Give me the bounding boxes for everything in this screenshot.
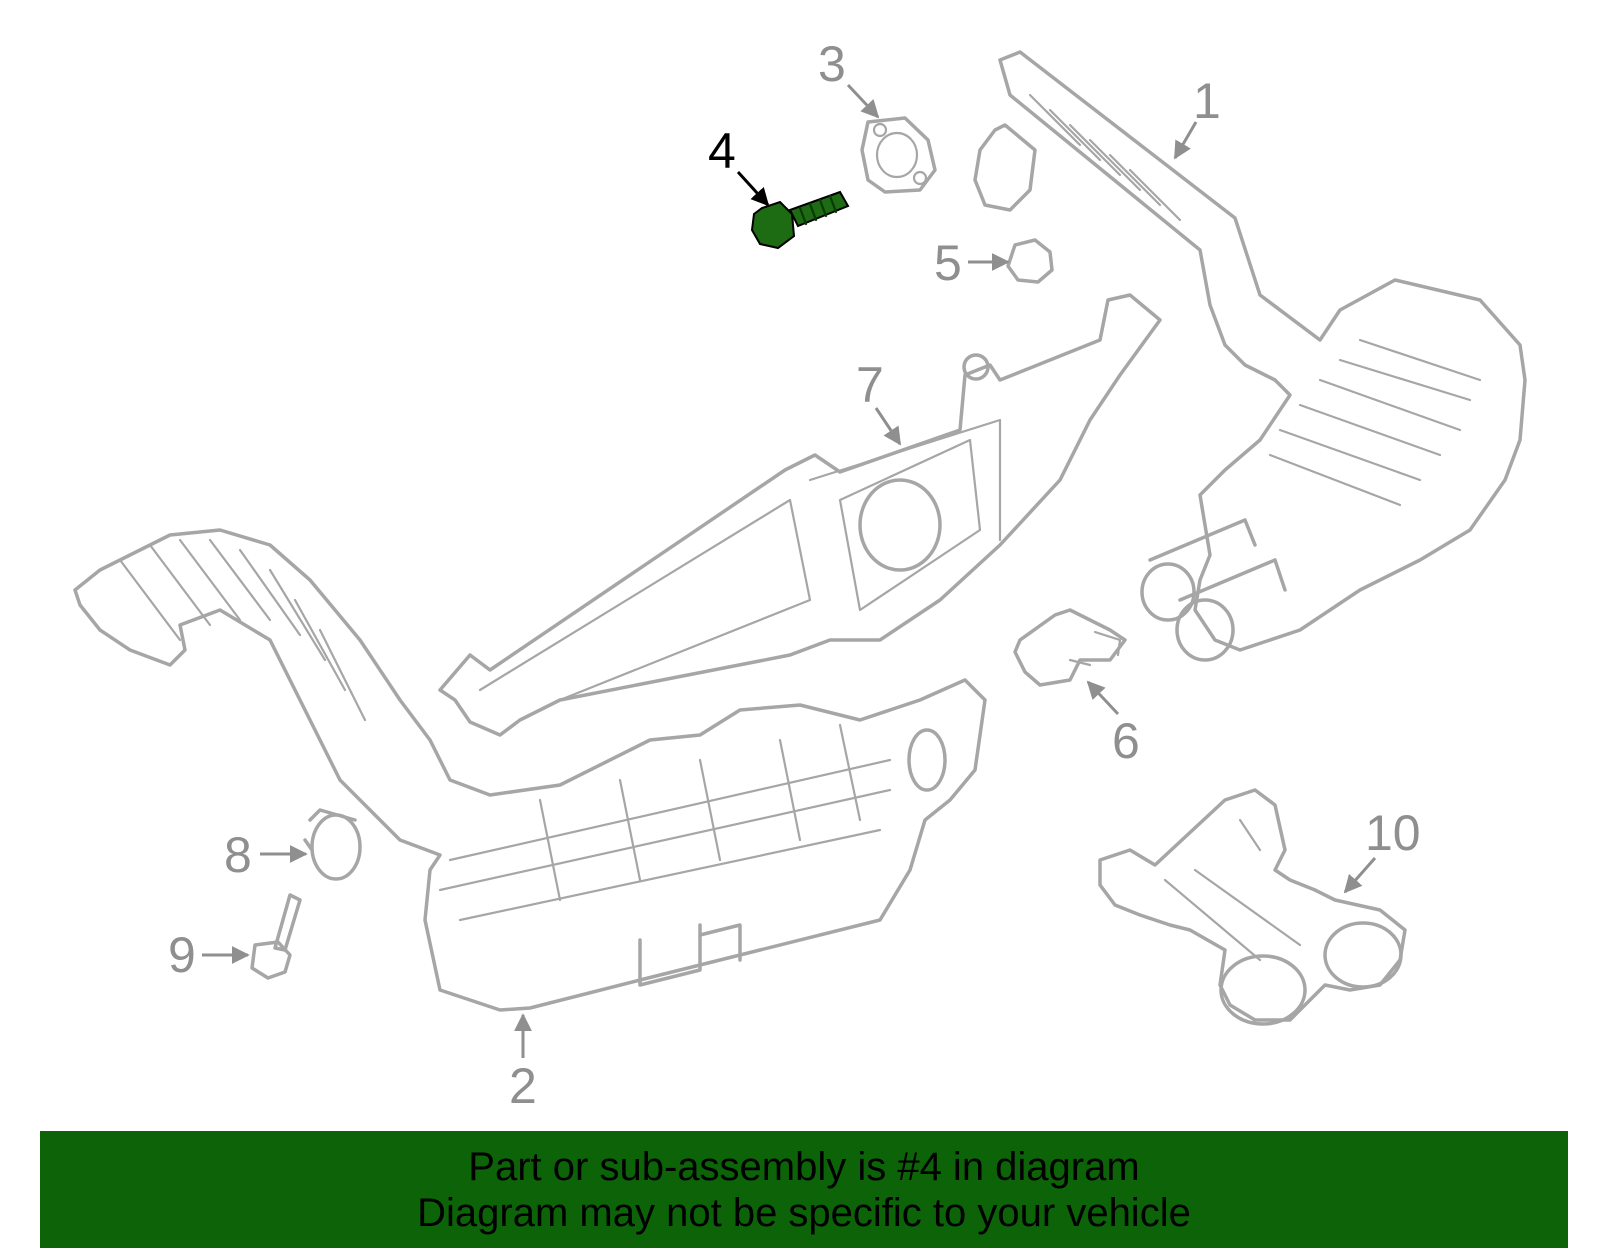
callout-9: 9 — [168, 927, 250, 983]
info-banner: Part or sub-assembly is #4 in diagram Di… — [40, 1131, 1568, 1248]
callout-label-5: 5 — [934, 235, 962, 291]
part-10-exhaust-tip — [1098, 788, 1407, 1026]
callout-3: 3 — [818, 36, 880, 119]
part-1-rear-pipe-and-muffler — [973, 50, 1527, 662]
callout-label-4: 4 — [708, 123, 736, 179]
callout-label-7: 7 — [856, 357, 884, 413]
callout-label-2: 2 — [509, 1058, 537, 1114]
part-8-clamp — [303, 808, 362, 881]
banner-line-disclaimer: Diagram may not be specific to your vehi… — [417, 1190, 1191, 1235]
callout-label-8: 8 — [224, 827, 252, 883]
callout-1: 1 — [1173, 73, 1221, 160]
part-9-bolt — [250, 893, 302, 980]
part-4-bolt-highlighted — [750, 190, 850, 250]
callout-6: 6 — [1086, 680, 1140, 769]
part-6-bracket — [1013, 608, 1127, 687]
callout-label-3: 3 — [818, 36, 846, 92]
callout-label-6: 6 — [1112, 713, 1140, 769]
banner-line-part-number: Part or sub-assembly is #4 in diagram — [468, 1144, 1140, 1189]
callout-4: 4 — [708, 123, 770, 207]
callout-7: 7 — [856, 357, 902, 446]
callout-label-1: 1 — [1193, 73, 1221, 129]
callout-8: 8 — [224, 827, 308, 883]
callout-10: 10 — [1343, 805, 1421, 894]
callout-label-10: 10 — [1365, 805, 1421, 861]
callout-2: 2 — [509, 1013, 537, 1114]
callout-5: 5 — [934, 235, 1010, 291]
exhaust-system-diagram: 1 2 3 4 5 6 7 8 9 10 — [73, 36, 1527, 1114]
part-7-heat-shield — [438, 293, 1162, 737]
part-2-front-pipe-and-muffler — [73, 528, 987, 1012]
callout-label-9: 9 — [168, 927, 196, 983]
part-3-gasket — [860, 116, 937, 194]
part-5-nut — [1006, 238, 1054, 284]
